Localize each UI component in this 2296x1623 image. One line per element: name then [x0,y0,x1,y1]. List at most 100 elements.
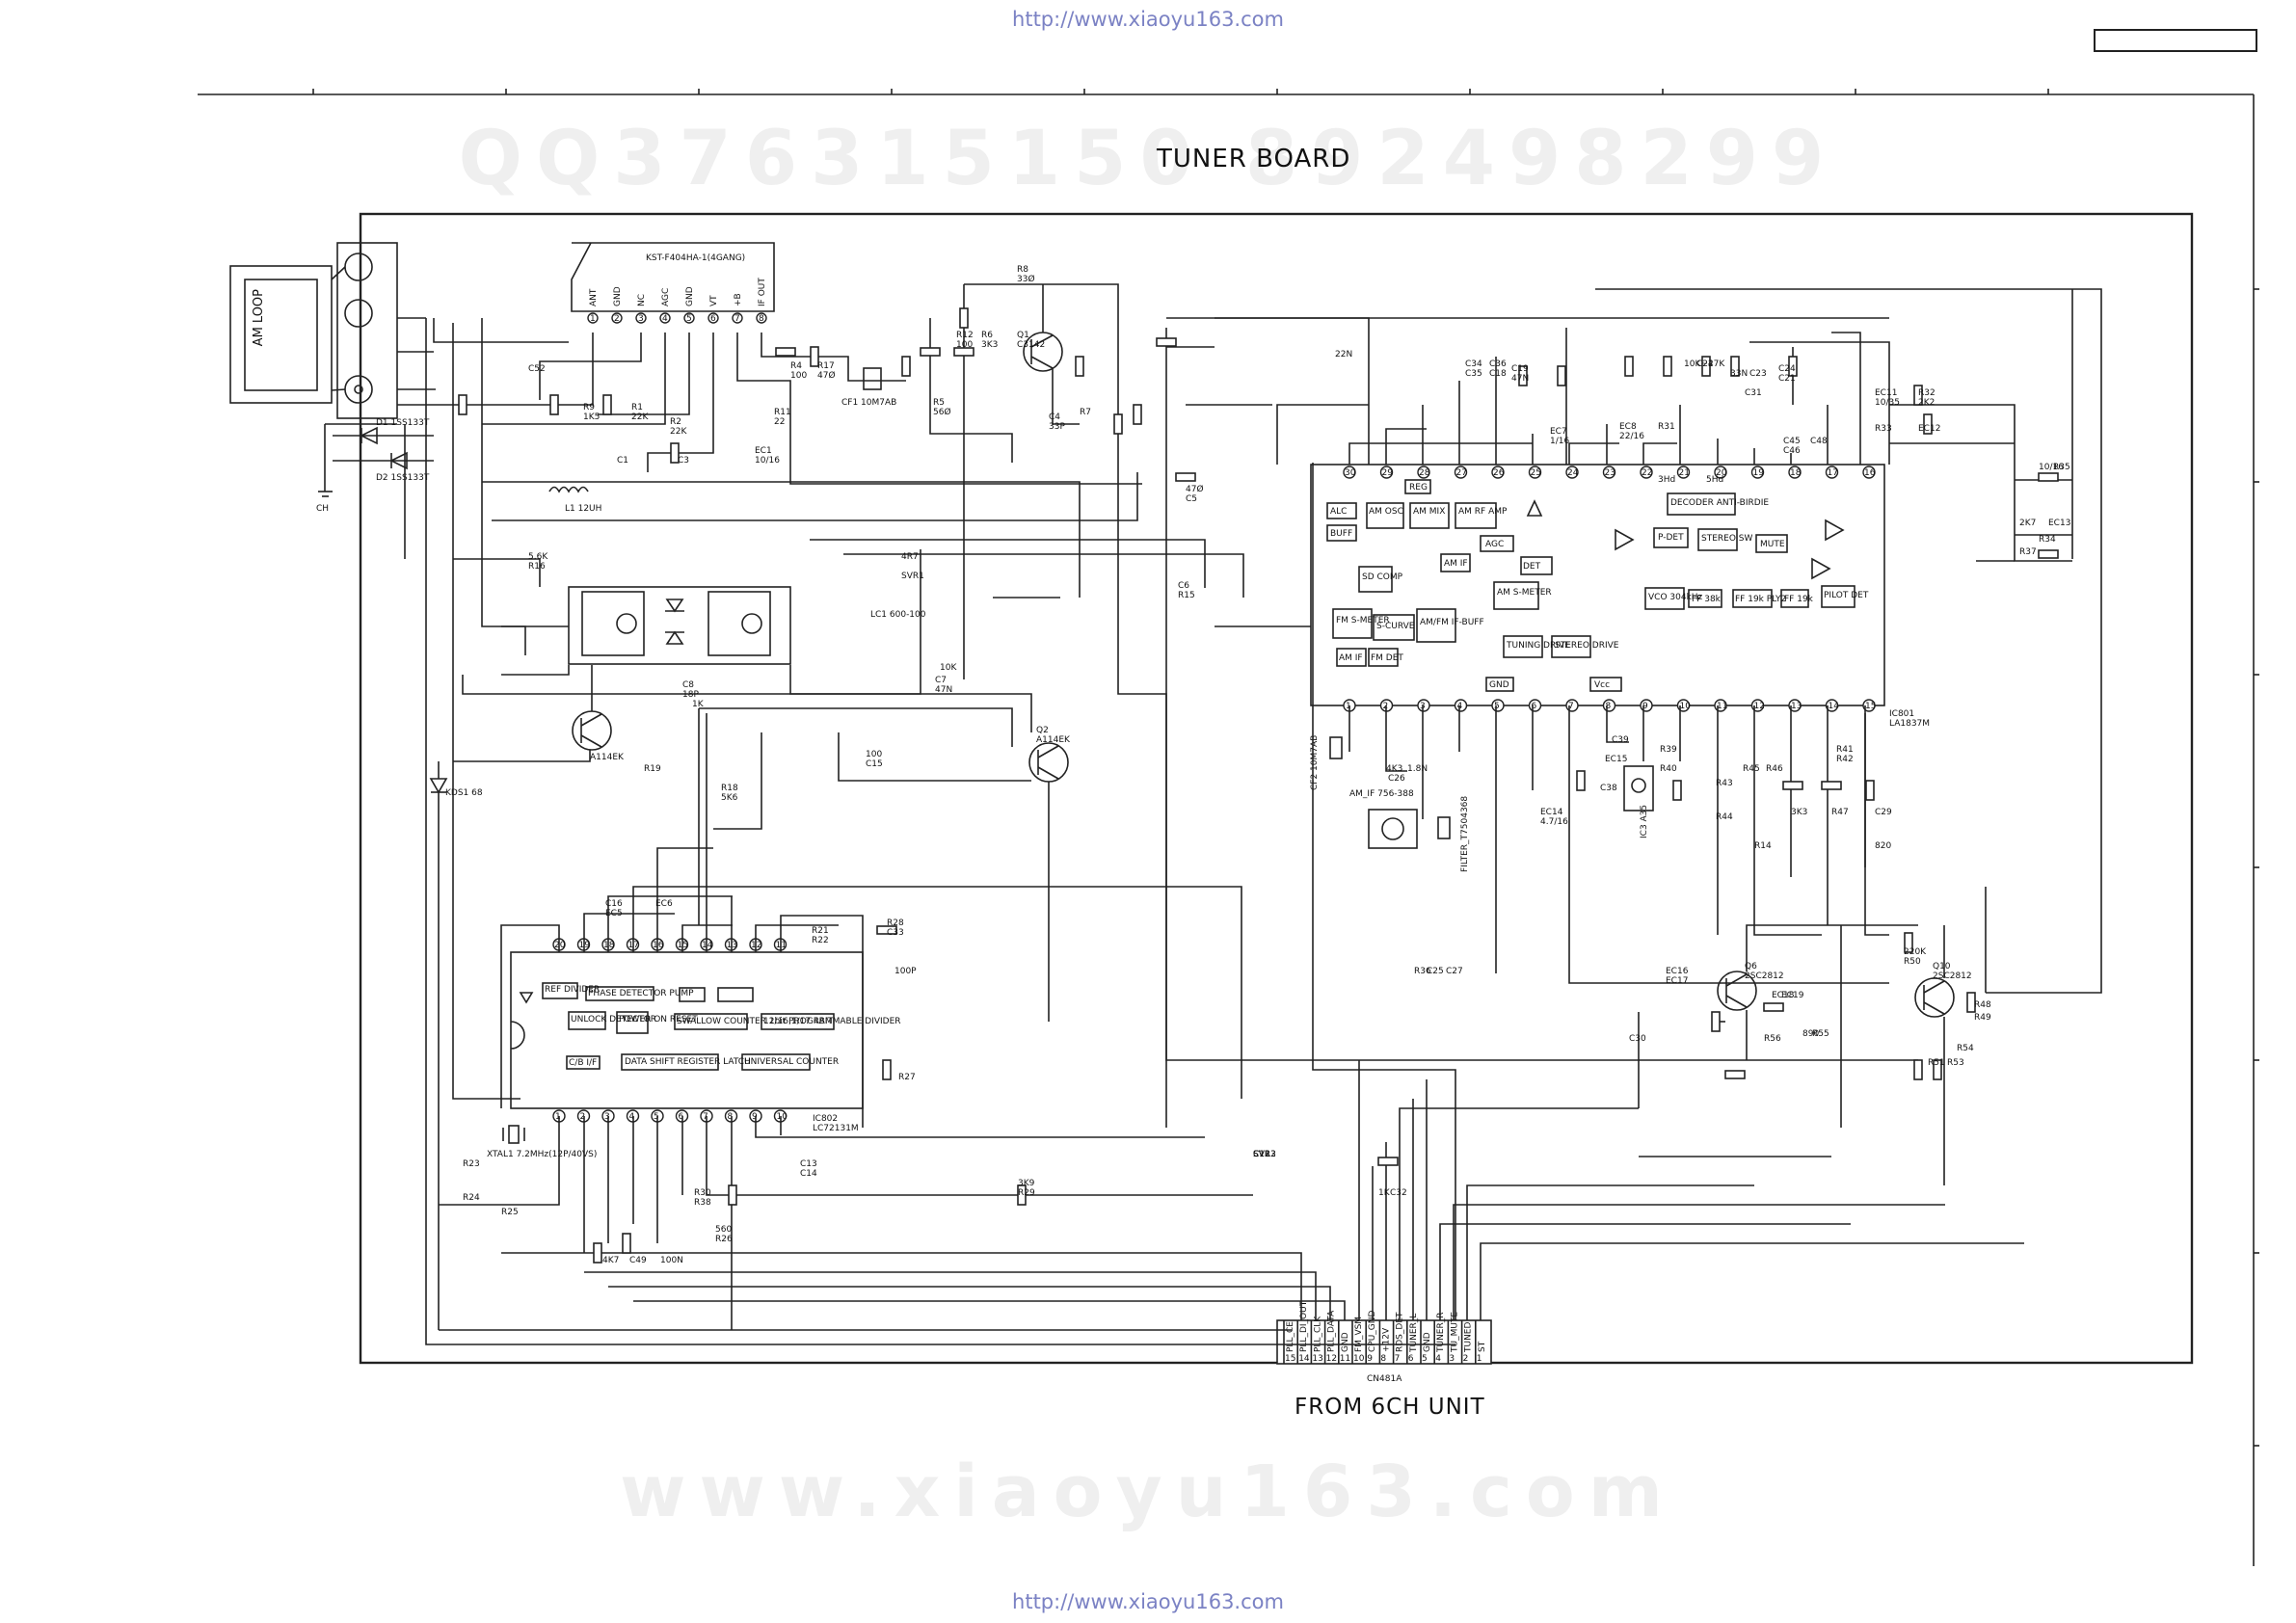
front-end-pin-number: 6 [710,314,716,324]
wire [929,318,1013,463]
component-body [901,356,911,377]
connector-pin-number: 11 [1340,1354,1350,1364]
component-label: R32 [1918,388,1936,398]
component-label: EC12 [1918,424,1940,434]
component-label: R41 [1836,745,1854,755]
component-label: 18P [682,690,699,700]
connector-pin-name: TUNED [1464,1321,1474,1353]
ic801-top-pin [1602,466,1616,479]
wire [453,558,541,587]
component-label: 33Ø [1017,274,1035,284]
document-id-box [2094,29,2257,52]
front-end-pin-number: 7 [734,314,740,324]
wire [1606,705,1629,743]
component-label: R24 [463,1193,480,1203]
front-end-pin [683,312,695,324]
wire [656,847,713,952]
component-label: 47N [935,685,952,695]
cf3-label: FILTER_T7504368 [1460,796,1470,872]
ic801-top-pin-number: 23 [1605,468,1615,478]
component-label: 4.7/16 [1540,817,1568,827]
component-label: C5 [1186,494,1197,504]
wiring [397,283,2102,1345]
connector-pin-number: 6 [1408,1354,1414,1364]
ic801-block-label: FM S-METER [1336,616,1390,625]
component-label: R17 [817,361,835,371]
q2-ref: Q2 [1036,726,1049,735]
component-body [458,394,467,415]
ic801-block-label: FF 19k [1784,595,1814,604]
am-if-label: AM_IF 756-388 [1349,789,1414,799]
wire [1052,368,1080,425]
ic801-bottom-pin-number: 7 [1568,702,1574,711]
ic801-block-label: AM MIX [1413,507,1445,517]
ic801-top-pin [1343,466,1356,479]
component-label: C24 [1778,364,1796,374]
front-end-pin [611,312,623,324]
component-label: 10/16 [2039,463,2064,472]
component-label: R15 [1178,591,1195,600]
component-label: 5.6K [528,552,548,562]
ic801-top-pin-number: 19 [1753,468,1765,478]
ic801-top-pin [1491,466,1505,479]
wire [810,539,1206,588]
ic801-bottom-pin-number: 13 [1791,702,1802,711]
component-body [1663,356,1672,377]
wire [500,924,560,1108]
component-body [2038,549,2059,559]
front-end-pin-number: 8 [759,314,764,324]
wire [706,1116,1253,1196]
component-label: 1K5 [583,412,600,422]
ceramic-filter-cf1: CF1 10M7AB [841,367,896,408]
ic802-bottom-pin-number: 3 [604,1112,610,1122]
front-end-pin-name: NC [637,294,647,306]
ic801-top-pin-number: 21 [1679,468,1690,478]
ic801-block-label: FM DET [1371,653,1403,663]
component-label: C1 [617,456,628,466]
component-label: R53 [1947,1058,1964,1068]
component-body [1557,365,1566,386]
wire [1453,1204,1945,1320]
ic801-bottom-pin-number: 8 [1606,702,1612,711]
component-label: R54 [1957,1044,1974,1053]
component-label: C21 [1778,374,1796,384]
wire [633,1300,1346,1320]
component-body [549,394,559,415]
component-label: C13 [800,1159,817,1169]
component-label: EC7 [1550,427,1567,437]
wire [1568,442,1619,465]
component-body [1821,781,1842,790]
component-body [959,307,969,329]
ic802-bottom-pin-number: 4 [629,1112,635,1122]
component-label: SVR2 [1253,1150,1276,1159]
wire [1348,442,1533,465]
component-label: EC8 [1619,422,1637,432]
component-body [1904,932,1913,953]
connector-pin-number: 14 [1298,1354,1310,1364]
component-label: R21 [812,926,829,936]
component-label: R19 [644,764,661,774]
connector-pin-number: 3 [1449,1354,1455,1364]
front-end-pin-name: +B [734,293,743,306]
component-label: R50 [1904,957,1921,967]
front-end-pin-number: 4 [662,314,668,324]
connector-pin-name: GND [1423,1332,1432,1352]
front-end-pin-number: 1 [590,314,596,324]
component-label: EC19 [1781,991,1804,1000]
ic801-bottom-pin-number: 10 [1680,702,1692,711]
d1-label: D1 1SS133T [376,418,430,428]
connector-pin-name: TU_MUTE [1450,1312,1459,1353]
ic801-block-label: AM/FM IF-BUFF [1420,618,1484,627]
wire [598,333,690,415]
component-label: C12 [1253,1150,1270,1159]
component-label: R1 [631,403,643,412]
connector-pin-name: PLL_DATA [1327,1310,1337,1352]
wire [1117,386,1167,1128]
component-label: EC14 [1540,808,1563,817]
front-end-pin-number: 5 [686,314,692,324]
ic801-top-pin [1676,466,1691,479]
component-label: EC11 [1875,388,1897,398]
ic801-bottom-pin [1862,699,1876,712]
wire [539,333,642,400]
